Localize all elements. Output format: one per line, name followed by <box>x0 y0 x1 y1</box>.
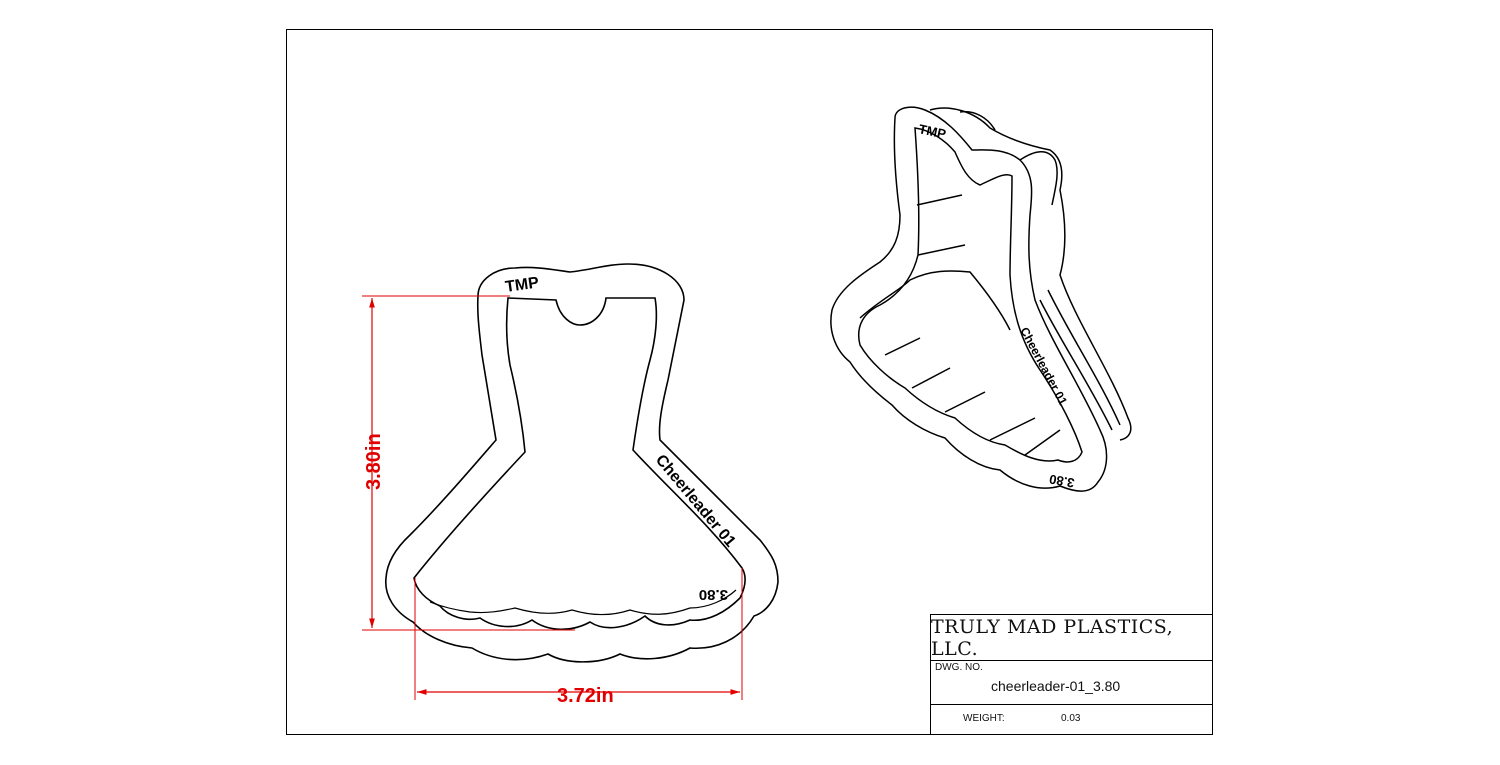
cutter-outer-outline <box>385 263 779 663</box>
height-dimension-text: 3.80in <box>363 433 385 490</box>
iso-outer-outline <box>830 106 1108 492</box>
weight-cell: WEIGHT: 0.03 <box>931 704 1212 734</box>
iso-side-edge <box>1047 289 1121 426</box>
title-block: TRULY MAD PLASTICS, LLC. DWG. NO. cheerl… <box>930 614 1213 735</box>
iso-wall-segment <box>884 337 921 356</box>
iso-wall-segment <box>911 367 951 389</box>
iso-rim-edge <box>959 110 996 131</box>
iso-emboss-top-text: TMP <box>917 121 947 141</box>
width-dimension: 3.72in <box>414 568 743 707</box>
isometric-view <box>830 106 1132 492</box>
weight-label: WEIGHT: <box>963 713 1005 724</box>
iso-emboss-size-text: 3.80 <box>1048 472 1076 491</box>
skirt-scallop-line <box>429 589 737 616</box>
iso-wall-segment <box>917 244 966 256</box>
iso-emboss-side-text: Cheerleader 01 <box>1017 325 1070 408</box>
emboss-side-text: Cheerleader 01 <box>652 452 739 551</box>
iso-side-edge <box>1039 299 1113 431</box>
company-name: TRULY MAD PLASTICS, LLC. <box>931 615 1212 661</box>
iso-wall-segment <box>1024 429 1061 456</box>
cutter-inner-outline <box>413 297 746 631</box>
iso-wall-segment <box>989 417 1036 441</box>
iso-inner-outline <box>858 127 1083 463</box>
emboss-size-text: 3.80 <box>699 586 728 603</box>
drawing-number-value: cheerleader-01_3.80 <box>991 678 1121 694</box>
weight-value: 0.03 <box>1061 713 1081 724</box>
height-dimension: 3.80in <box>362 295 575 631</box>
drawing-sheet <box>286 29 1213 735</box>
iso-wall-bottom <box>859 270 1011 331</box>
iso-rim-edge <box>1019 151 1058 206</box>
drawing-number-label: DWG. NO. <box>935 662 983 673</box>
iso-back-outline <box>929 107 1132 441</box>
emboss-top-text: TMP <box>504 274 540 296</box>
drawing-number-cell: DWG. NO. cheerleader-01_3.80 <box>931 660 1212 705</box>
iso-wall-segment <box>916 194 963 206</box>
front-view: TMP Cheerleader 01 3.80 3.80in 3.72in <box>362 263 779 707</box>
width-dimension-text: 3.72in <box>557 685 614 707</box>
iso-wall-segment <box>944 391 986 413</box>
